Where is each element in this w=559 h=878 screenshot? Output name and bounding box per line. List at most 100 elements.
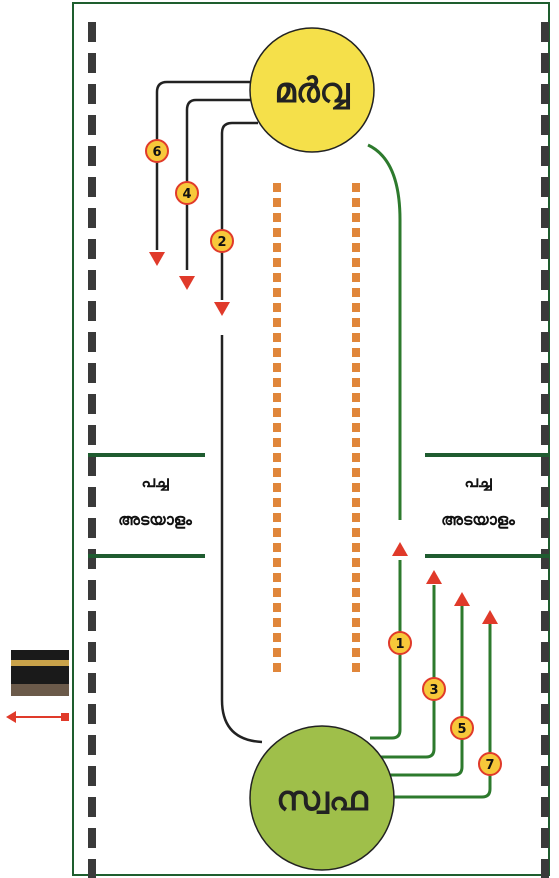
wall-dash (88, 363, 96, 383)
wall-dash (541, 642, 549, 662)
safa-hill (249, 725, 395, 871)
pillar-dot (352, 663, 360, 672)
pillar-dot (352, 603, 360, 612)
pillar-dot (352, 513, 360, 522)
wall-dash (88, 797, 96, 817)
pillar-dot (273, 363, 281, 372)
wall-dash (88, 673, 96, 693)
wall-dash (88, 425, 96, 445)
pillar-dot (273, 573, 281, 582)
pillar-dot (352, 558, 360, 567)
arrow-up-3 (426, 570, 442, 584)
wall-dash (541, 425, 549, 445)
pillar-dot (352, 588, 360, 597)
wall-dash (88, 239, 96, 259)
lap-number-7: 7 (478, 752, 502, 776)
wall-dash (88, 549, 96, 569)
wall-dash (88, 22, 96, 42)
svg-text:1: 1 (395, 637, 404, 652)
pillar-dot (352, 633, 360, 642)
pillar-dot (352, 258, 360, 267)
wall-dash (541, 766, 549, 786)
lap-1-path (370, 560, 402, 740)
pillar-dot (352, 483, 360, 492)
wall-dash (541, 487, 549, 507)
marwa-label: മർവ്വ (274, 71, 350, 111)
lap-6-path (155, 80, 252, 250)
pillar-dot (273, 393, 281, 402)
pillar-dot (273, 453, 281, 462)
pillar-dot (273, 348, 281, 357)
pillar-dot (352, 543, 360, 552)
pillar-dot (352, 378, 360, 387)
kaaba-icon (11, 650, 69, 696)
wall-dash (541, 735, 549, 755)
pillar-dot (273, 243, 281, 252)
pillar-dot (352, 393, 360, 402)
pillar-dot (273, 513, 281, 522)
wall-dash (88, 456, 96, 476)
wall-dash (541, 115, 549, 135)
pillar-dot (273, 213, 281, 222)
wall-dash (88, 642, 96, 662)
wall-dash (541, 239, 549, 259)
pillar-dot (273, 558, 281, 567)
lap-7-path (392, 624, 492, 799)
green-marker-label-right-1: പച്ച (464, 472, 492, 491)
wall-dash (88, 766, 96, 786)
green-markers (88, 453, 549, 558)
wall-dash (541, 673, 549, 693)
arrow-up-5 (454, 592, 470, 606)
pillar-dot (273, 198, 281, 207)
pillar-dot (273, 648, 281, 657)
pillar-dot (273, 288, 281, 297)
wall-dash (541, 146, 549, 166)
wall-dash (541, 797, 549, 817)
pillar-dot (352, 453, 360, 462)
lap-2-path (220, 121, 258, 300)
pillar-dot (273, 588, 281, 597)
wall-dash (541, 332, 549, 352)
wall-dash (88, 115, 96, 135)
pillar-dot (273, 528, 281, 537)
pillar-dot (273, 423, 281, 432)
arrow-down-4 (179, 276, 195, 290)
marwa-right-path (367, 143, 402, 520)
lap-5-path (388, 606, 464, 777)
return-path-line (220, 335, 263, 744)
pillar-dot (273, 183, 281, 192)
wall-dash (88, 394, 96, 414)
wall-dash (88, 177, 96, 197)
pillar-dot (352, 468, 360, 477)
pillar-dot (273, 273, 281, 282)
wall-dash (88, 53, 96, 73)
wall-dash (541, 22, 549, 42)
pillar-dot (352, 303, 360, 312)
pillar-dot (273, 633, 281, 642)
wall-dash (541, 828, 549, 848)
wall-dash (88, 580, 96, 600)
wall-dash (88, 611, 96, 631)
wall-dash (88, 828, 96, 848)
pillar-dot (352, 243, 360, 252)
wall-dash (541, 177, 549, 197)
wall-dash (541, 456, 549, 476)
lap-4-path (185, 98, 252, 270)
arrow-down-6 (149, 252, 165, 266)
wall-dash (541, 84, 549, 104)
pillar-dot (273, 498, 281, 507)
svg-text:3: 3 (429, 683, 438, 698)
green-marker-label-left-1: പച്ച (141, 472, 169, 491)
wall-dash (541, 518, 549, 538)
wall-dash (541, 363, 549, 383)
wall-dash (541, 270, 549, 290)
pillar-dot (273, 258, 281, 267)
wall-dash (541, 549, 549, 569)
pillar-dot (352, 528, 360, 537)
wall-dash (88, 208, 96, 228)
right-wall-dashes (541, 22, 549, 878)
wall-dash (88, 518, 96, 538)
wall-dash (541, 580, 549, 600)
lap-number-4: 4 (175, 181, 199, 205)
pillar-dot (352, 228, 360, 237)
